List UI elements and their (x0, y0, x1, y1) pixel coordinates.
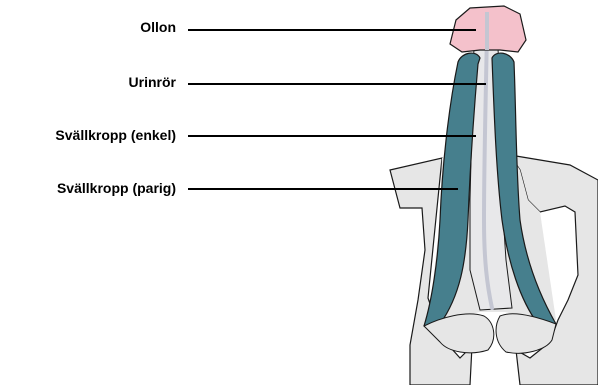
label-glans: Ollon (140, 19, 176, 35)
label-corpus-spongiosum: Svällkropp (enkel) (55, 127, 176, 143)
label-urethra: Urinrör (129, 74, 176, 90)
label-corpora-cavernosa: Svällkropp (parig) (57, 180, 176, 196)
